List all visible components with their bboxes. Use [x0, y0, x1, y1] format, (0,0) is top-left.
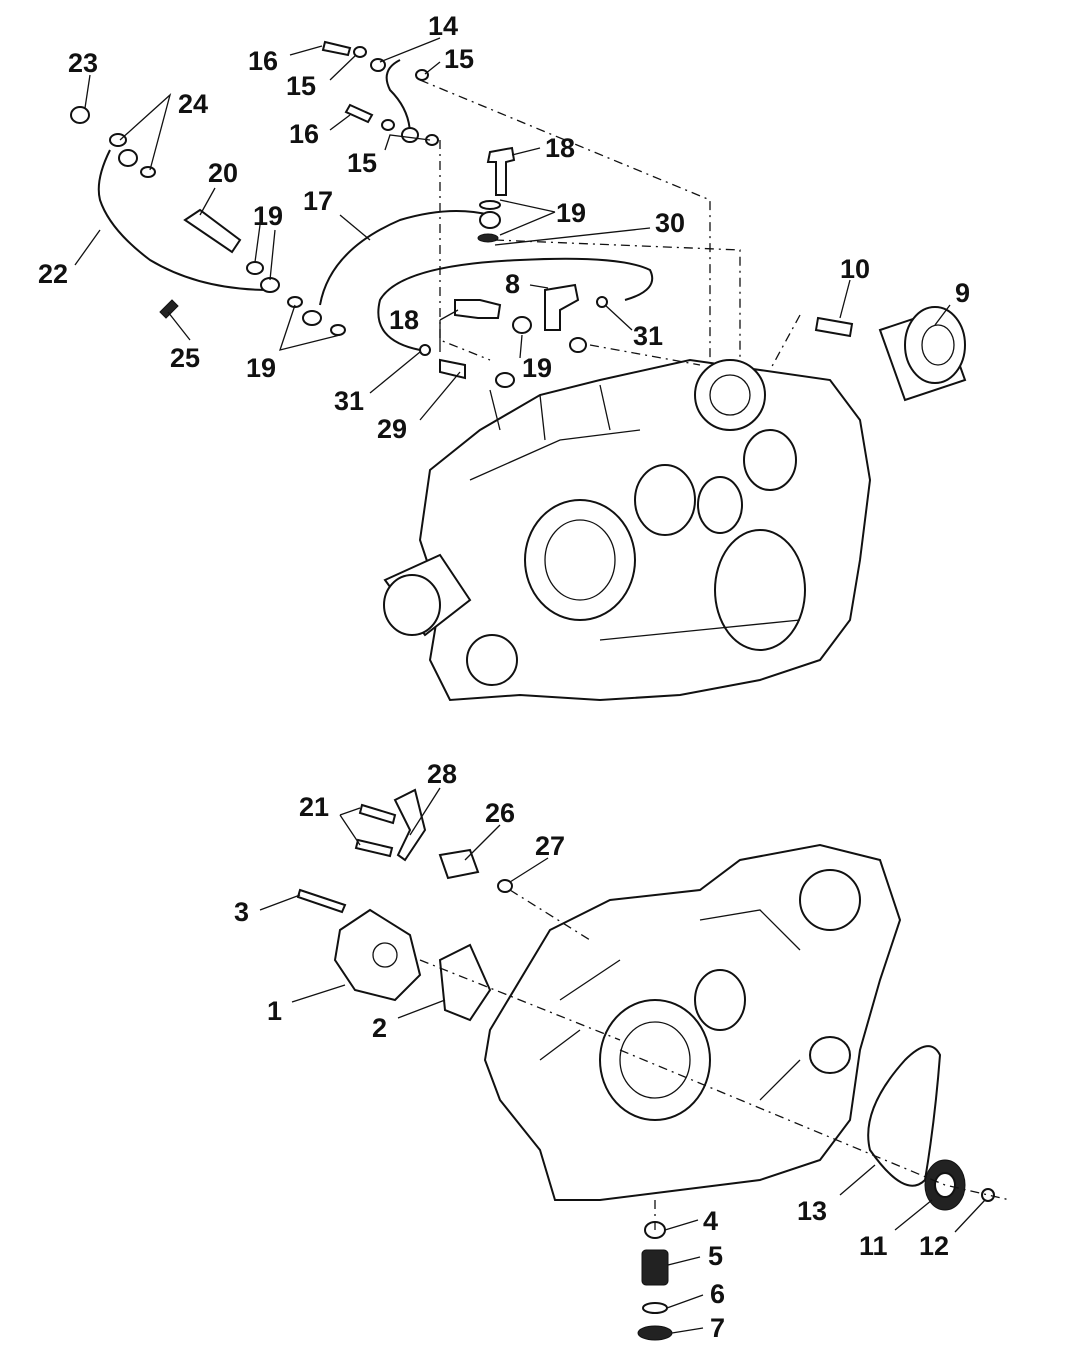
callout-13: 13 — [797, 1196, 827, 1226]
callout-16: 16 — [289, 119, 319, 149]
callout-14: 14 — [428, 11, 458, 41]
callout-21: 21 — [299, 792, 329, 822]
callout-12: 12 — [919, 1231, 949, 1261]
callout-29: 29 — [377, 414, 407, 444]
oil-pump — [296, 788, 513, 1022]
callout-15: 15 — [347, 148, 377, 178]
callout-20: 20 — [208, 158, 238, 188]
fasteners-upper — [70, 40, 608, 388]
callout-8: 8 — [505, 269, 520, 299]
callout-23: 23 — [68, 48, 98, 78]
callout-19: 19 — [556, 198, 586, 228]
callout-24: 24 — [178, 89, 208, 119]
callout-15: 15 — [444, 44, 474, 74]
callout-1: 1 — [267, 996, 282, 1026]
callout-10: 10 — [840, 254, 870, 284]
callout-4: 4 — [703, 1206, 718, 1236]
callout-27: 27 — [535, 831, 565, 861]
callout-28: 28 — [427, 759, 457, 789]
oil-filter-stud — [814, 316, 854, 338]
callout-18: 18 — [545, 133, 575, 163]
callout-6: 6 — [710, 1279, 725, 1309]
callout-19: 19 — [246, 353, 276, 383]
oil-filter — [878, 306, 967, 402]
upper-crankcase — [383, 358, 872, 702]
callout-9: 9 — [955, 278, 970, 308]
callout-18: 18 — [389, 305, 419, 335]
leader-lines — [74, 37, 986, 1334]
lower-crankcase — [483, 843, 902, 1201]
callout-31: 31 — [633, 321, 663, 351]
callout-22: 22 — [38, 259, 68, 289]
callout-26: 26 — [485, 798, 515, 828]
callout-19: 19 — [253, 201, 283, 231]
callout-5: 5 — [708, 1241, 723, 1271]
callout-16: 16 — [248, 46, 278, 76]
alignment-lines — [419, 79, 1011, 1230]
callout-2: 2 — [372, 1013, 387, 1043]
callout-labels: 23 24 20 22 19 25 19 17 16 14 15 15 16 1… — [38, 11, 970, 1343]
callout-15: 15 — [286, 71, 316, 101]
oil-pump-drive — [637, 1045, 995, 1341]
callout-31: 31 — [334, 386, 364, 416]
callout-3: 3 — [234, 897, 249, 927]
callout-25: 25 — [170, 343, 200, 373]
callout-30: 30 — [655, 208, 685, 238]
callout-19: 19 — [522, 353, 552, 383]
callout-17: 17 — [303, 186, 333, 216]
callout-11: 11 — [859, 1231, 888, 1261]
callout-7: 7 — [710, 1313, 725, 1343]
